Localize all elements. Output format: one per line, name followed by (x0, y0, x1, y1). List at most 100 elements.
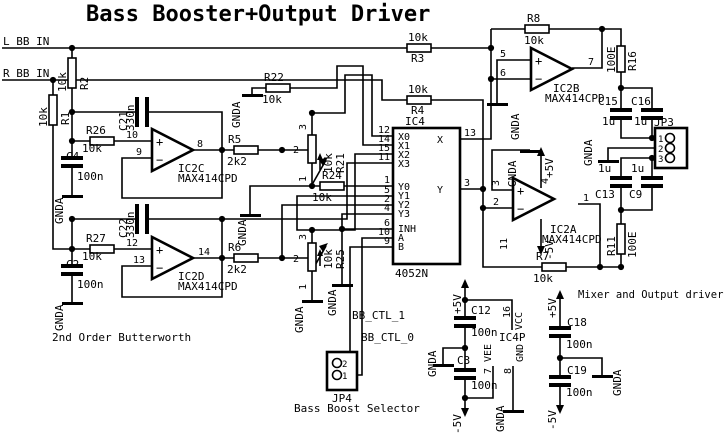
schematic-label: X2 (398, 150, 410, 161)
resistor-body (89, 136, 115, 146)
resistor-body (307, 242, 317, 272)
gnda-symbol (62, 302, 83, 305)
schematic-label: 10k (82, 250, 102, 263)
schematic-label: X (437, 135, 443, 146)
capacitor-plate (145, 97, 149, 127)
junction-dot (617, 206, 625, 214)
schematic-label: C22 (117, 218, 130, 238)
schematic-label: -5V (451, 414, 464, 433)
schematic-label: GNDA (230, 101, 243, 128)
schematic-label: 9 (384, 236, 390, 247)
schematic-label: C4 (66, 150, 80, 163)
capacitor-plate (549, 383, 571, 387)
schematic-label: X0 (398, 132, 410, 143)
opamp-plus: + (156, 243, 163, 257)
schematic-label: 100n (471, 379, 498, 392)
schematic-label: IC2D (178, 270, 205, 283)
schematic-label: GNDA (494, 405, 507, 432)
resistor-body (67, 57, 77, 89)
capacitor-plate (454, 324, 476, 328)
component-bodies (48, 24, 689, 392)
schematic-label: GNDA (326, 289, 339, 316)
schematic-label: A (398, 233, 404, 244)
opamp-triangle (150, 234, 196, 282)
schematic-label: 5 (500, 49, 506, 60)
schematic-label: Y2 (398, 200, 410, 211)
schematic-label: GNDA (236, 219, 249, 246)
power-arrowhead (317, 153, 323, 160)
wire (442, 347, 465, 364)
wire (251, 87, 266, 94)
schematic-label: 4 (540, 178, 551, 184)
connector-pins (331, 132, 676, 381)
junction-dot (68, 137, 76, 145)
gnda-symbol (520, 150, 541, 153)
wire (621, 87, 653, 108)
wire (621, 188, 653, 211)
schematic-label: 10 (378, 227, 390, 238)
connector-pin (664, 152, 676, 164)
schematic-label: 7 (483, 368, 494, 374)
schematic-label: 1 (298, 176, 309, 182)
resistor-body (233, 253, 259, 263)
schematic-label: 4052N (395, 267, 428, 280)
schematic-label: 15 (378, 143, 390, 154)
schematic-label: 11 (499, 238, 510, 250)
schematic-label: 10 (126, 130, 138, 141)
schematic-label: 13 (133, 255, 145, 266)
junction-dot (598, 25, 606, 33)
schematic-label: Y (437, 185, 443, 196)
schematic-label: C13 (595, 188, 615, 201)
opamp-minus: − (156, 261, 163, 275)
capacitor-plate (549, 334, 571, 338)
wire (121, 258, 223, 298)
capacitor-plate (61, 156, 83, 160)
schematic-label: B (398, 242, 404, 253)
junction-dot (68, 44, 76, 52)
junction-dot (338, 225, 346, 233)
wire (572, 29, 603, 69)
schematic-label: 10k (82, 142, 102, 155)
schematic-label: 1u (598, 162, 611, 175)
junction-dot (218, 254, 226, 262)
schematic-label: JP4 (332, 392, 352, 405)
schematic-label: GNDA (293, 306, 306, 333)
junction-dot (278, 146, 286, 154)
schematic-label: 10k (533, 272, 553, 285)
opamp-plus: + (517, 184, 524, 198)
gnda-symbol (503, 410, 524, 413)
wire (491, 149, 530, 191)
schematic-label: IC4 (405, 115, 425, 128)
capacitor-plate (610, 116, 632, 120)
wire (460, 29, 492, 140)
wire (578, 203, 601, 267)
schematic-label: VCC (514, 312, 525, 330)
wire (560, 357, 603, 375)
wire (496, 59, 531, 103)
opamp-triangle (511, 175, 557, 223)
schematic-label: 2 (493, 197, 499, 208)
schematic-label: INH (398, 224, 416, 235)
schematic-label: R4 (411, 104, 425, 117)
junction-dot (461, 394, 469, 402)
resistor-body (319, 181, 345, 191)
junction-dot (648, 134, 656, 142)
power-arrowhead (461, 408, 469, 417)
schematic-label: GNDA (53, 304, 66, 331)
schematic-label: 330n (124, 212, 137, 239)
schematic-label: C9 (629, 188, 642, 201)
wire (602, 28, 622, 108)
schematic-label: JP3 (654, 116, 674, 129)
schematic-label: MAX414CPD (542, 233, 602, 246)
schematic-label: C18 (567, 316, 587, 329)
schematic-label: 1 (384, 175, 390, 186)
capacitor-plates (61, 97, 663, 387)
schematic-label: MAX414CPD (178, 280, 238, 293)
opamp-minus: − (156, 153, 163, 167)
capacitor-plate (145, 204, 149, 234)
capacitor-plate (135, 204, 139, 234)
junction-dot (68, 245, 76, 253)
schematic-label: Y0 (398, 182, 410, 193)
schematic-label: GND (515, 344, 526, 362)
junction-dot (487, 75, 495, 83)
